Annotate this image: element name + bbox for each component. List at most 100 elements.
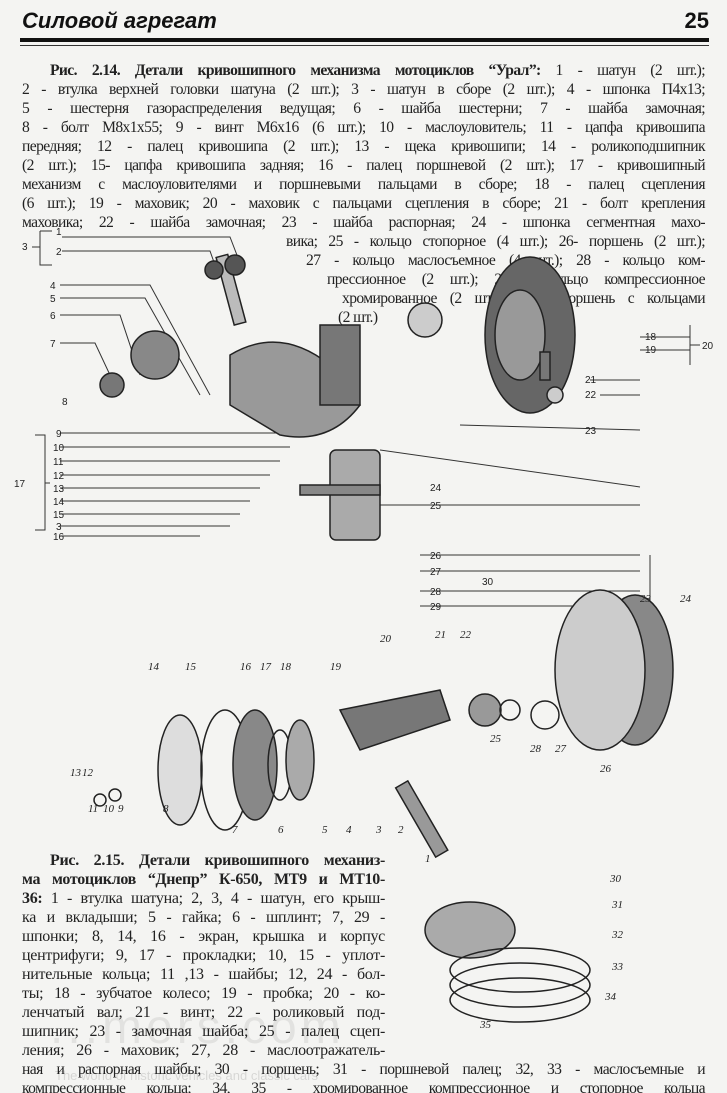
- caption-line: центрифуги; 9, 17 - прокладки; 10, 15 - …: [22, 947, 385, 964]
- callout: 17: [260, 661, 272, 673]
- callouts-right: 18 19 20 21 22 23 24 25 26 27 28 29 30: [430, 332, 714, 613]
- callout: 23: [640, 593, 652, 605]
- caption-line: (2 шт.): [338, 309, 378, 326]
- callout: 27: [555, 743, 567, 755]
- caption-line: ка и вкладыши; 5 - гайка; 6 - шплинт; 7,…: [22, 909, 385, 926]
- callout: 2: [398, 824, 404, 836]
- callout: 20: [380, 633, 392, 645]
- caption-line: маховика; 22 - шайба замочная; 23 - шайб…: [22, 214, 706, 231]
- callout: 3: [22, 242, 28, 253]
- callout: 27: [430, 567, 442, 578]
- caption-line: шпонки; 8, 14, 16 - экран, крышка и корп…: [22, 928, 385, 945]
- callout: 17: [14, 479, 26, 490]
- callout: 5: [322, 824, 328, 836]
- callout: 35: [479, 1019, 492, 1031]
- callout: 18: [645, 332, 657, 343]
- callout: 2: [56, 247, 62, 258]
- callout: 28: [430, 587, 442, 598]
- callouts-left: 1 2 3 4 5 6 7 8 9 10 11 12 13 14 15 3 16…: [14, 227, 68, 543]
- callout: 14: [53, 497, 65, 508]
- caption-title: Рис. 2.14. Детали кривошипного механизма…: [50, 62, 541, 79]
- callout: 34: [604, 991, 617, 1003]
- caption-line: 2 - втулка верхней головки шатуна (2 шт.…: [22, 81, 706, 98]
- callout: 9: [56, 429, 62, 440]
- figure-2-15-diagram: 14 15 16 17 18 19 20 21 22 23 24 25 26 2…: [70, 589, 692, 1031]
- callout: 19: [645, 345, 657, 356]
- callout: 5: [50, 294, 56, 305]
- caption-line: ты; 18 - зубчатое колесо; 19 - пробка; 2…: [22, 985, 385, 1002]
- callout: 8: [62, 397, 68, 408]
- callout: 11: [53, 457, 64, 468]
- header-rule-thin: [20, 45, 709, 46]
- callout: 1: [425, 853, 431, 865]
- callout: 4: [346, 824, 352, 836]
- caption-line: передняя; 12 - палец кривошипа (2 шт.); …: [22, 138, 706, 155]
- caption-line: ленчатый вал; 21 - винт; 22 - роликовый …: [22, 1004, 385, 1021]
- caption-line: 5 - шестерня газораспределения ведущая; …: [22, 100, 706, 117]
- callout: 12: [82, 767, 94, 779]
- figure-2-14-diagram: 1 2 3 4 5 6 7 8 9 10 11 12 13 14 15 3 16…: [14, 227, 714, 613]
- callout: 25: [490, 733, 502, 745]
- callout: 16: [240, 661, 252, 673]
- watermark: ...mers.com: [50, 1001, 345, 1054]
- callout: 13: [70, 767, 82, 779]
- watermark-subtext: The world of historic vehicles and class…: [55, 1068, 318, 1083]
- callout: 32: [611, 929, 624, 941]
- callout: 24: [680, 593, 692, 605]
- callout: 26: [430, 551, 442, 562]
- callout: 22: [585, 390, 597, 401]
- caption-line: компрессионные кольца; 34, 35 - хромиров…: [22, 1080, 706, 1093]
- callout: 21: [435, 629, 446, 641]
- caption-title: Рис. 2.15. Детали кривошипного механиз-: [50, 852, 385, 869]
- caption-line: ления; 26 - маховик; 27, 28 - маслоотраж…: [22, 1042, 385, 1059]
- callout: 29: [430, 602, 442, 613]
- callout: 16: [53, 532, 65, 543]
- caption-line: 1 - шатун (2 шт.);: [540, 62, 706, 79]
- callout: 3: [375, 824, 382, 836]
- callout: 31: [611, 899, 623, 911]
- callout: 19: [330, 661, 342, 673]
- section-header: Силовой агрегат: [22, 8, 217, 33]
- caption-line: нительные кольца; 11 ,13 - шайбы; 12, 24…: [22, 966, 385, 983]
- header-rule: [20, 38, 709, 42]
- callout: 10: [53, 443, 65, 454]
- callout: 7: [50, 339, 56, 350]
- callout: 13: [53, 484, 65, 495]
- caption-title: ма мотоциклов “Днепр” К-650, МТ9 и МТ10-: [22, 871, 385, 888]
- callout: 33: [611, 961, 624, 973]
- callout: 21: [585, 375, 597, 386]
- caption-line: механизм с маслоуловителями и поршневыми…: [22, 176, 706, 193]
- callout: 18: [280, 661, 292, 673]
- callout: 3: [56, 522, 62, 533]
- callout: 26: [600, 763, 612, 775]
- caption-line: (6 шт.); 19 - маховик; 20 - маховик с па…: [22, 195, 706, 212]
- callout: 25: [430, 501, 442, 512]
- callout: 1: [56, 227, 62, 238]
- callout: 4: [50, 281, 56, 292]
- callout: 10: [103, 803, 115, 815]
- callout: 6: [278, 824, 284, 836]
- callout: 24: [430, 483, 442, 494]
- caption-line: 8 - болт М8х1х55; 9 - винт М6х16 (6 шт.)…: [22, 119, 706, 136]
- callout: 23: [585, 426, 597, 437]
- callout: 30: [482, 577, 494, 588]
- callout: 28: [530, 743, 542, 755]
- caption-title: 36:: [22, 890, 43, 907]
- callout: 6: [50, 311, 56, 322]
- caption-line: (2 шт.); 15- цапфа кривошипа задняя; 16 …: [22, 157, 706, 174]
- callout: 12: [53, 471, 65, 482]
- callout: 20: [702, 341, 714, 352]
- page-number: 25: [684, 8, 709, 33]
- callout: 30: [609, 873, 622, 885]
- callout: 11: [88, 803, 98, 815]
- callout: 7: [232, 824, 238, 836]
- callout: 15: [53, 510, 65, 521]
- caption-line: вика; 25 - кольцо стопорное (4 шт.); 26-…: [286, 233, 706, 250]
- caption-line: ная и распорная шайбы; 30 - поршень; 31 …: [22, 1061, 706, 1078]
- callout: 9: [118, 803, 124, 815]
- callout: 22: [460, 629, 472, 641]
- callout: 8: [163, 803, 169, 815]
- callout: 14: [148, 661, 160, 673]
- caption-line: шипник; 23 - замочная шайба; 25 - палец …: [22, 1023, 385, 1040]
